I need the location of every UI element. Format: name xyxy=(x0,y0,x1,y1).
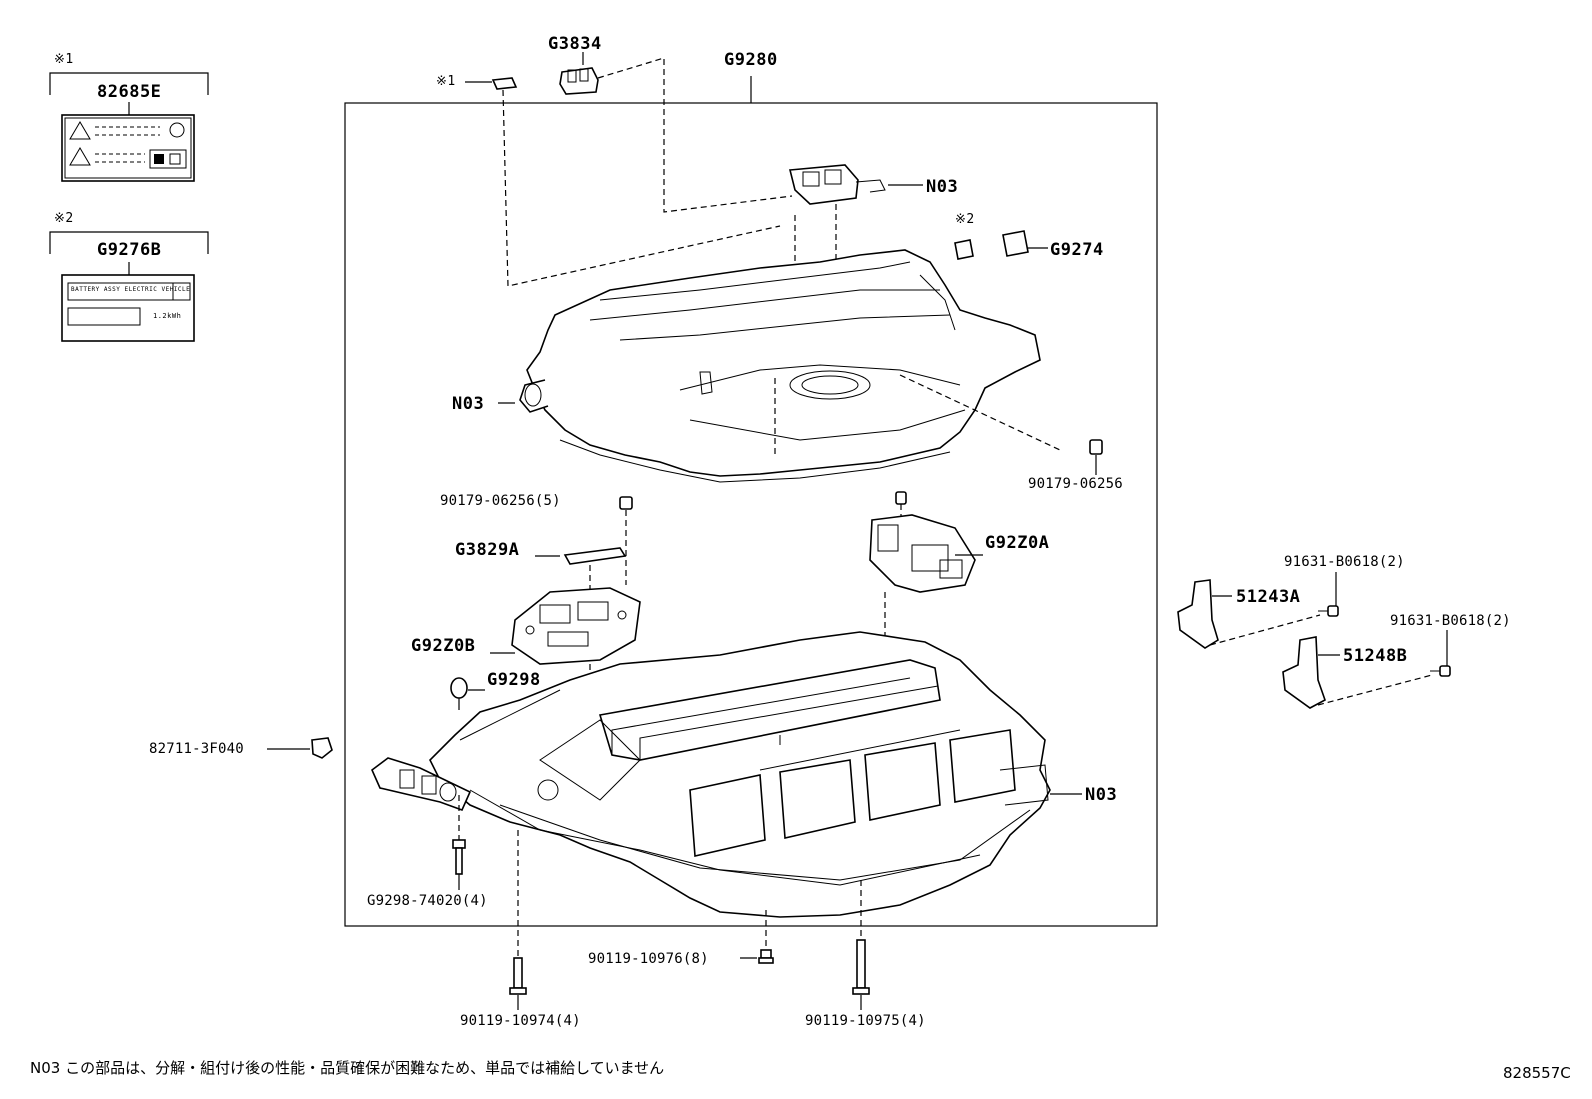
label-91631-b0618-2: 91631-B0618(2) xyxy=(1390,613,1511,629)
note-mark-2: ※2 xyxy=(54,211,74,226)
label-n03-top: N03 xyxy=(926,177,959,197)
battery-label-capacity: 1.2kWh xyxy=(153,312,182,320)
bolt-90119-10975 xyxy=(852,880,870,1010)
bolt-g9298-74020 xyxy=(452,795,466,890)
label-51248b: 51248B xyxy=(1343,646,1408,666)
note-mark-2-inline: ※2 xyxy=(955,212,975,227)
label-g3834: G3834 xyxy=(548,34,602,54)
label-90119-10974: 90119-10974(4) xyxy=(460,1013,581,1029)
label-g9298-74020: G9298-74020(4) xyxy=(367,893,488,909)
label-n03-left: N03 xyxy=(452,394,485,414)
label-g3829a: G3829A xyxy=(455,540,520,560)
harness-connector xyxy=(371,757,472,812)
label-g92z0b: G92Z0B xyxy=(411,636,476,656)
label-g92z0a: G92Z0A xyxy=(985,533,1050,553)
bolt-90119-10976 xyxy=(740,910,774,964)
note-mark-1: ※1 xyxy=(54,52,74,67)
bolt-90119-10974 xyxy=(509,830,527,1010)
label-90179-06256-right: 90179-06256 xyxy=(1028,476,1123,492)
label-g9280: G9280 xyxy=(724,50,778,70)
nut-90179-5 xyxy=(619,496,633,585)
label-91631-b0618-1: 91631-B0618(2) xyxy=(1284,554,1405,570)
sticker-2 xyxy=(954,239,974,260)
bracket-g9276b xyxy=(49,231,209,254)
nut-90179-right xyxy=(1089,439,1103,475)
bracket-51248b xyxy=(1282,630,1451,709)
battery-label-text: BATTERY ASSY ELECTRIC VEHICLE xyxy=(71,286,191,293)
clip-82711 xyxy=(267,737,333,759)
sticker-1 xyxy=(491,77,518,90)
connector-g3834 xyxy=(559,52,793,213)
upper-battery-cover xyxy=(519,249,1061,483)
label-g9298: G9298 xyxy=(487,670,541,690)
bracket-51243a xyxy=(1177,572,1339,649)
footer-note: N03 この部品は、分解・組付け後の性能・品質確保が困難なため、単品では補給して… xyxy=(30,1059,665,1077)
label-90119-10975: 90119-10975(4) xyxy=(805,1013,926,1029)
junction-block-g92z0b xyxy=(490,587,641,780)
label-g9274: G9274 xyxy=(1050,240,1104,260)
lower-battery-tray xyxy=(429,631,1051,918)
bracket-82685e xyxy=(49,72,209,95)
diagram-code: 828557C xyxy=(1503,1064,1571,1082)
label-82711-3f040: 82711-3F040 xyxy=(149,741,244,757)
eyebolt-g9298 xyxy=(450,677,485,710)
label-g9276b: G9276B xyxy=(97,240,162,260)
bracket-g3829a xyxy=(535,547,627,600)
relay-g92z0a xyxy=(869,491,983,660)
label-82685e: 82685E xyxy=(97,82,162,102)
label-90179-06256-5: 90179-06256(5) xyxy=(440,493,561,509)
caution-label-82685e xyxy=(61,102,195,182)
sticker-g9274 xyxy=(1002,230,1029,257)
label-51243a: 51243A xyxy=(1236,587,1301,607)
label-n03-right: N03 xyxy=(1085,785,1118,805)
label-90119-10976: 90119-10976(8) xyxy=(588,951,709,967)
battery-label-g9276b xyxy=(61,262,195,342)
note-mark-1-inline: ※1 xyxy=(436,74,456,89)
